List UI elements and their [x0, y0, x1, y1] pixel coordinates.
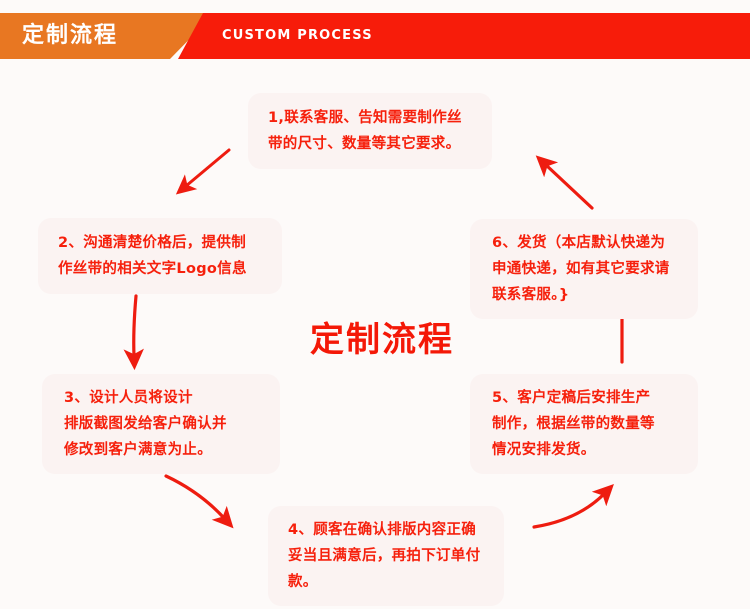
step-6-text: 6、发货（本店默认快递为 申通快递，如有其它要求请 联系客服。}	[492, 235, 670, 303]
step-box-6: 6、发货（本店默认快递为 申通快递，如有其它要求请 联系客服。}	[470, 219, 698, 319]
arrow-step4-to-step5	[532, 484, 614, 529]
arrow-step3-to-step4	[164, 474, 234, 529]
header-red-banner	[178, 13, 750, 59]
page-header: 定制流程 CUSTOM PROCESS	[0, 13, 750, 59]
step-1-text: 1,联系客服、告知需要制作丝 带的尺寸、数量等其它要求。	[268, 110, 462, 152]
arrow-step6-to-step1	[535, 155, 594, 210]
step-box-5: 5、客户定稿后安排生产 制作，根据丝带的数量等 情况安排发货。	[470, 374, 698, 474]
step-box-2: 2、沟通清楚价格后，提供制 作丝带的相关文字Logo信息	[38, 218, 282, 294]
arrow-step1-to-step2	[175, 148, 231, 195]
step-2-text: 2、沟通清楚价格后，提供制 作丝带的相关文字Logo信息	[58, 235, 247, 277]
step-box-3: 3、设计人员将设计 排版截图发给客户确认并 修改到客户满意为止。	[42, 374, 280, 474]
header-title-cn: 定制流程	[22, 23, 119, 48]
step-5-text: 5、客户定稿后安排生产 制作，根据丝带的数量等 情况安排发货。	[492, 390, 655, 458]
step-box-4: 4、顾客在确认排版内容正确 妥当且满意后，再拍下订单付 款。	[268, 506, 504, 606]
step-4-text: 4、顾客在确认排版内容正确 妥当且满意后，再拍下订单付 款。	[288, 522, 481, 590]
step-3-text: 3、设计人员将设计 排版截图发给客户确认并 修改到客户满意为止。	[64, 390, 227, 458]
center-title: 定制流程	[310, 320, 454, 360]
step-box-1: 1,联系客服、告知需要制作丝 带的尺寸、数量等其它要求。	[248, 93, 492, 169]
arrow-step2-to-step3	[123, 294, 144, 371]
header-title-en: CUSTOM PROCESS	[222, 28, 373, 43]
